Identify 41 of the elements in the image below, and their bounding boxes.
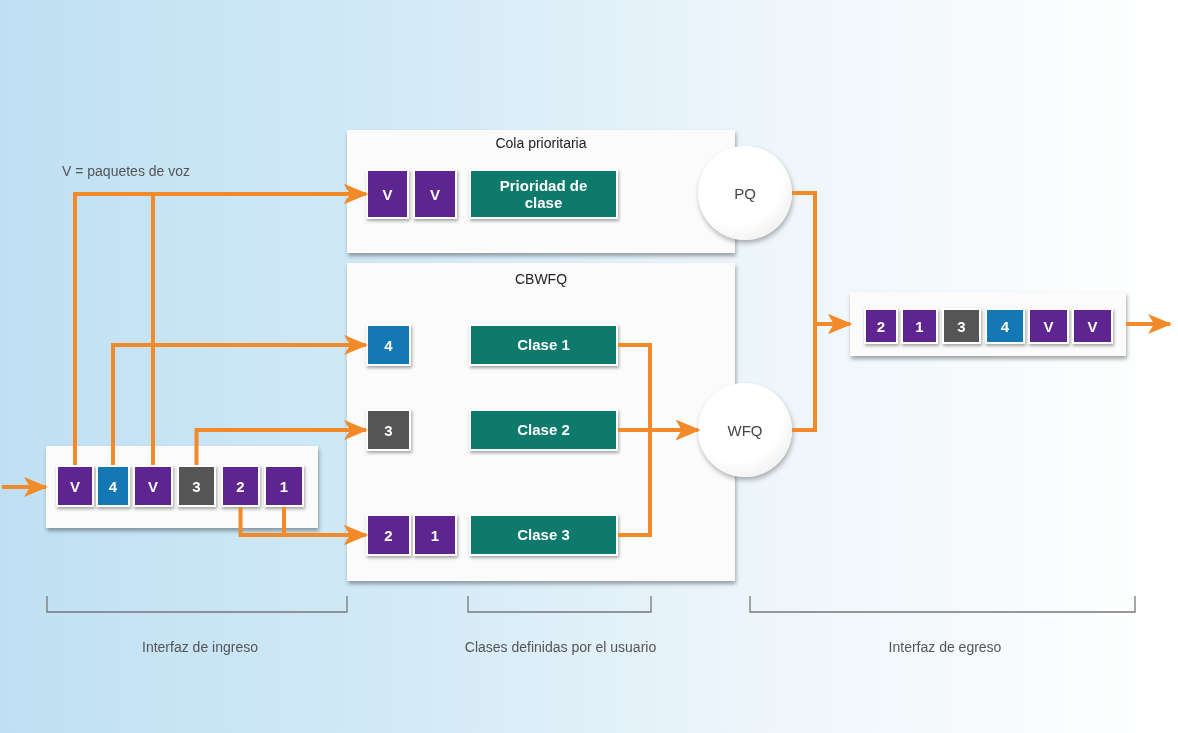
scheduler-circle: PQ xyxy=(698,146,792,240)
legend-note: V = paquetes de voz xyxy=(62,162,192,181)
section-label: Clases definidas por el usuario xyxy=(463,638,658,657)
arrow xyxy=(111,335,368,465)
packet: 2 xyxy=(366,514,411,556)
queue-panel xyxy=(347,130,735,253)
packet: V xyxy=(366,169,409,219)
packet: 4 xyxy=(985,308,1025,344)
arrow xyxy=(151,184,368,465)
arrow xyxy=(1126,314,1172,334)
arrow xyxy=(2,477,48,497)
arrow xyxy=(282,507,368,545)
arrow xyxy=(618,420,700,537)
panel-title: CBWFQ xyxy=(514,271,568,287)
packet: V xyxy=(56,465,94,507)
packet: 3 xyxy=(177,465,216,507)
packet: 4 xyxy=(366,324,411,366)
packet: 3 xyxy=(366,409,411,451)
interface-panel xyxy=(850,292,1126,356)
class-box: Clase 3 xyxy=(469,514,618,556)
arrow xyxy=(194,420,368,465)
panel-title: Cola prioritaria xyxy=(495,135,587,151)
packet: V xyxy=(413,169,457,219)
packet: 2 xyxy=(221,465,260,507)
packet: V xyxy=(1072,308,1113,344)
packet: V xyxy=(1028,308,1069,344)
arrow xyxy=(792,314,852,432)
class-box: Prioridad de clase xyxy=(469,169,618,219)
interface-panel xyxy=(46,446,318,528)
packet: 3 xyxy=(942,308,981,344)
packet: 4 xyxy=(96,465,130,507)
packet: 1 xyxy=(413,514,457,556)
packet: 1 xyxy=(901,308,938,344)
packet: V xyxy=(133,465,173,507)
packet: 2 xyxy=(864,308,898,344)
section-label: Interfaz de egreso xyxy=(887,638,1003,657)
scheduler-circle: WFQ xyxy=(698,383,792,477)
section-label: Interfaz de ingreso xyxy=(141,638,259,657)
class-box: Clase 1 xyxy=(469,324,618,366)
class-box: Clase 2 xyxy=(469,409,618,451)
packet: 1 xyxy=(264,465,304,507)
